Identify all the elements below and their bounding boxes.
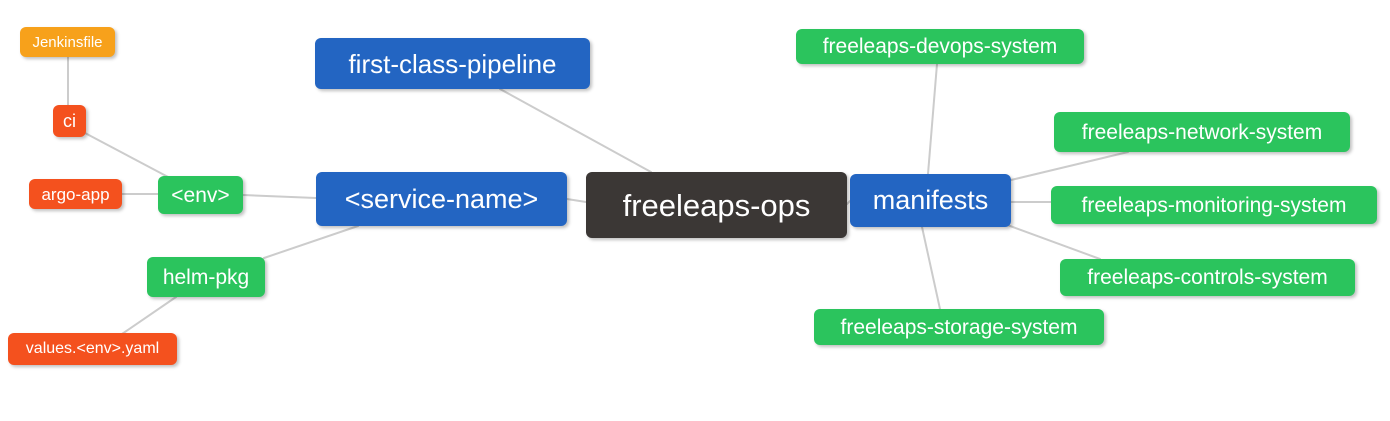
- edge-manifests-to-freeleaps-network-system: [1010, 151, 1129, 181]
- node-label: ci: [63, 111, 76, 131]
- node-freeleaps-storage-system[interactable]: freeleaps-storage-system: [814, 309, 1104, 345]
- node-label: helm-pkg: [162, 265, 250, 289]
- node-argo-app[interactable]: argo-app: [29, 179, 122, 209]
- node-freeleaps-monitoring-system[interactable]: freeleaps-monitoring-system: [1051, 186, 1377, 224]
- node-helm-pkg[interactable]: helm-pkg: [147, 257, 265, 297]
- node-label: Jenkinsfile: [32, 33, 103, 51]
- edge-service-name-to-freeleaps-ops: [566, 198, 587, 203]
- node-label: manifests: [872, 185, 989, 215]
- node-values-env-yaml[interactable]: values.<env>.yaml: [8, 333, 177, 365]
- edge-first-class-pipeline-to-freeleaps-ops: [499, 88, 652, 173]
- edge-env-to-service-name: [242, 194, 317, 199]
- edge-helm-pkg-to-service-name: [263, 225, 359, 259]
- node-label: argo-app: [41, 184, 110, 204]
- node-freeleaps-devops-system[interactable]: freeleaps-devops-system: [796, 29, 1084, 64]
- node-label: <env>: [171, 183, 230, 207]
- node-label: values.<env>.yaml: [25, 340, 160, 357]
- node-first-class-pipeline[interactable]: first-class-pipeline: [315, 38, 590, 89]
- edge-helm-pkg-to-values-env-yaml: [121, 296, 177, 335]
- node-label: first-class-pipeline: [348, 48, 557, 79]
- node-freeleaps-network-system[interactable]: freeleaps-network-system: [1054, 112, 1350, 152]
- node-jenkinsfile[interactable]: Jenkinsfile: [20, 27, 115, 57]
- node-label: freeleaps-network-system: [1081, 120, 1323, 144]
- node-freeleaps-ops[interactable]: freeleaps-ops: [586, 172, 847, 238]
- node-label: freeleaps-ops: [622, 187, 811, 223]
- node-label: freeleaps-devops-system: [822, 35, 1058, 58]
- edge-manifests-to-freeleaps-storage-system: [921, 226, 941, 310]
- node-manifests[interactable]: manifests: [850, 174, 1011, 227]
- node-label: <service-name>: [344, 183, 539, 214]
- edge-manifests-to-freeleaps-devops-system: [927, 63, 938, 175]
- node-freeleaps-controls-system[interactable]: freeleaps-controls-system: [1060, 259, 1355, 296]
- edge-freeleaps-ops-to-manifests: [846, 200, 851, 205]
- node-ci[interactable]: ci: [53, 105, 86, 137]
- node-env[interactable]: <env>: [158, 176, 243, 214]
- node-service-name[interactable]: <service-name>: [316, 172, 567, 226]
- edge-manifests-to-freeleaps-controls-system: [1001, 222, 1101, 260]
- node-label: freeleaps-storage-system: [840, 315, 1078, 339]
- node-label: freeleaps-monitoring-system: [1081, 193, 1347, 217]
- node-label: freeleaps-controls-system: [1087, 266, 1328, 289]
- edge-ci-to-env: [84, 132, 171, 179]
